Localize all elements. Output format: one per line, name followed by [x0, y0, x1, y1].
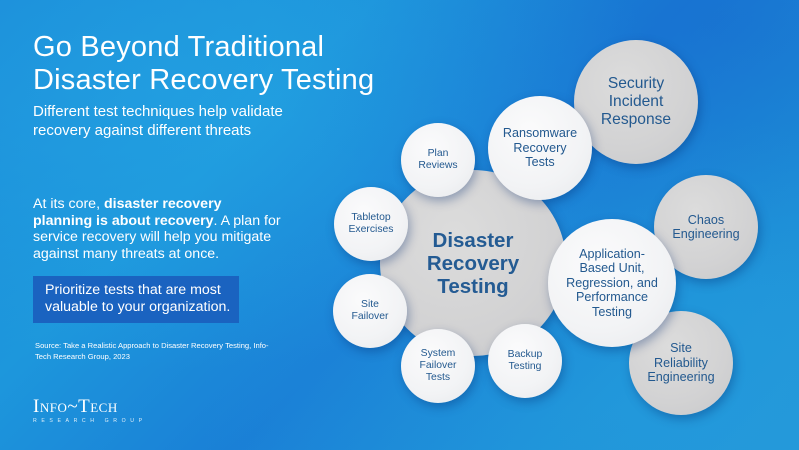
- info-tech-logo: Info~Tech RESEARCH GROUP: [33, 397, 147, 425]
- circle-label: Site Failover: [351, 299, 389, 322]
- circle-label: Plan Reviews: [418, 148, 458, 171]
- circle-tabletop-exercises: Tabletop Exercises: [334, 187, 408, 261]
- circle-label: Ransomware Recovery Tests: [502, 126, 578, 170]
- intro-emphasis: disaster recovery planning is about reco…: [33, 196, 222, 229]
- intro-prefix: At its core,: [33, 196, 104, 212]
- circle-label: Security Incident Response: [600, 75, 672, 128]
- circle-system-failover-tests: System Failover Tests: [401, 329, 475, 403]
- circle-ransomware-recovery-tests: Ransomware Recovery Tests: [488, 96, 592, 200]
- circle-label: Tabletop Exercises: [348, 212, 394, 235]
- source-citation: Source: Take a Realistic Approach to Dis…: [35, 341, 269, 361]
- callout-box: Prioritize tests that are most valuable …: [33, 276, 239, 323]
- circle-label: Application- Based Unit, Regression, and…: [566, 246, 658, 319]
- intro-paragraph: At its core, disaster recovery planning …: [33, 196, 283, 262]
- circle-security-incident-response: Security Incident Response: [574, 40, 698, 164]
- circle-label: Chaos Engineering: [672, 212, 740, 242]
- circle-application-testing: Application- Based Unit, Regression, and…: [548, 219, 676, 347]
- circle-label: Backup Testing: [507, 349, 543, 372]
- logo-wordmark: Info~Tech: [33, 396, 118, 417]
- circle-site-failover: Site Failover: [333, 274, 407, 348]
- page-subtitle: Different test techniques help validate …: [33, 103, 283, 139]
- page-title: Go Beyond Traditional Disaster Recovery …: [33, 31, 375, 96]
- logo-tagline: RESEARCH GROUP: [33, 418, 147, 424]
- circle-label: Site Reliability Engineering: [647, 341, 715, 385]
- circle-backup-testing: Backup Testing: [488, 324, 562, 398]
- intro-suffix: . A plan for service recovery will help …: [33, 212, 281, 262]
- circle-plan-reviews: Plan Reviews: [401, 123, 475, 197]
- circle-label: System Failover Tests: [419, 348, 457, 383]
- center-label: Disaster Recovery Testing: [426, 228, 520, 298]
